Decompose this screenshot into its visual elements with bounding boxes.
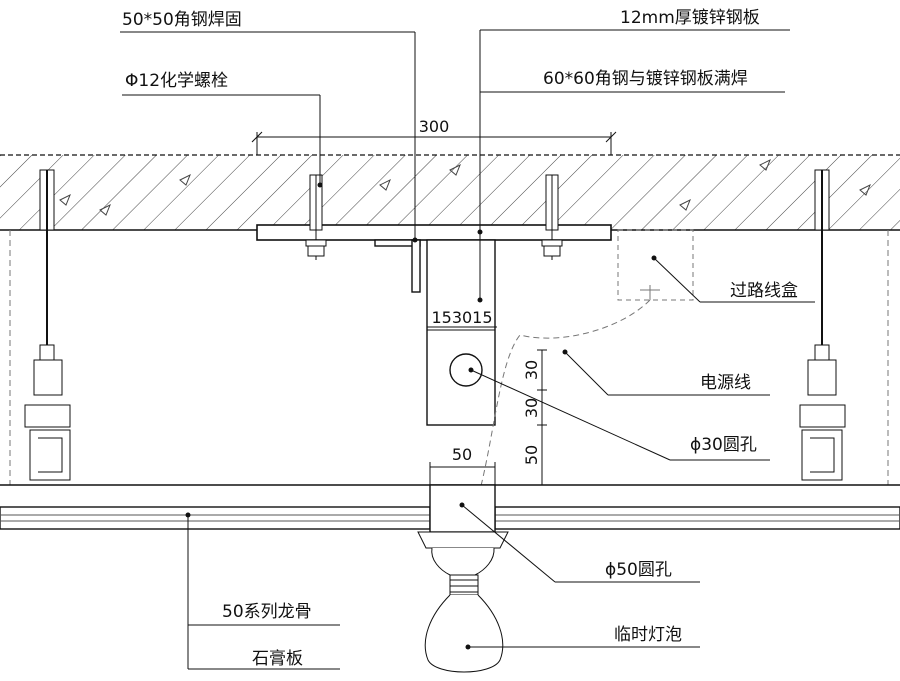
- svg-text:60*60角钢与镀锌钢板满焊: 60*60角钢与镀锌钢板满焊: [543, 69, 748, 89]
- concrete-slab: [0, 154, 900, 231]
- anchor-bolt-left: [305, 174, 327, 260]
- svg-text:30: 30: [522, 360, 541, 380]
- dimension-50: 50: [429, 445, 496, 485]
- label-hole-50: ϕ50圆孔: [459, 502, 700, 583]
- plate-bolts: [305, 174, 563, 260]
- label-hole-30: ϕ30圆孔: [468, 367, 770, 461]
- svg-text:50*50角钢焊固: 50*50角钢焊固: [122, 10, 242, 30]
- side-walls: [9, 230, 889, 485]
- label-temp-bulb: 临时灯泡: [465, 625, 700, 650]
- label-angle-weld-50: 50*50角钢焊固: [120, 10, 418, 243]
- hanging-bracket: [426, 239, 496, 426]
- hole-50-box: [429, 484, 496, 533]
- label-angle-weld-60: 60*60角钢与镀锌钢板满焊: [477, 69, 785, 303]
- temporary-bulb: [417, 531, 509, 673]
- dimension-vertical: 30 30 50: [522, 349, 547, 486]
- svg-text:过路线盒: 过路线盒: [730, 281, 798, 301]
- label-keel-and-board: 50系列龙骨 石膏板: [185, 512, 340, 670]
- svg-text:300: 300: [419, 117, 450, 136]
- svg-text:ϕ50圆孔: ϕ50圆孔: [605, 560, 672, 580]
- gypsum-board: [0, 506, 900, 530]
- svg-text:30: 30: [522, 398, 541, 418]
- power-wire: [479, 299, 651, 491]
- label-junction-box: 过路线盒: [651, 255, 815, 303]
- junction-box: [617, 229, 694, 301]
- svg-text:50系列龙骨: 50系列龙骨: [222, 602, 312, 622]
- svg-text:50: 50: [522, 445, 541, 465]
- label-anchor-bolt: Φ12化学螺栓: [122, 71, 323, 188]
- svg-text:电源线: 电源线: [700, 373, 751, 393]
- suspension-left: [24, 169, 71, 481]
- angle-steel-60: [374, 239, 421, 293]
- suspension-right: [799, 169, 846, 481]
- anchor-bolt-right: [541, 174, 563, 260]
- dimension-300: 300: [251, 117, 617, 155]
- svg-text:临时灯泡: 临时灯泡: [614, 625, 682, 645]
- svg-text:ϕ30圆孔: ϕ30圆孔: [690, 435, 757, 455]
- svg-text:153015: 153015: [431, 308, 492, 327]
- label-power-wire: 电源线: [562, 349, 770, 396]
- svg-text:石膏板: 石膏板: [252, 648, 303, 669]
- svg-text:Φ12化学螺栓: Φ12化学螺栓: [125, 71, 228, 91]
- svg-text:50: 50: [452, 445, 472, 464]
- dimension-bracket-holes: 153015: [427, 308, 497, 328]
- hole-30: [449, 353, 483, 387]
- svg-text:12mm厚镀锌钢板: 12mm厚镀锌钢板: [620, 8, 760, 28]
